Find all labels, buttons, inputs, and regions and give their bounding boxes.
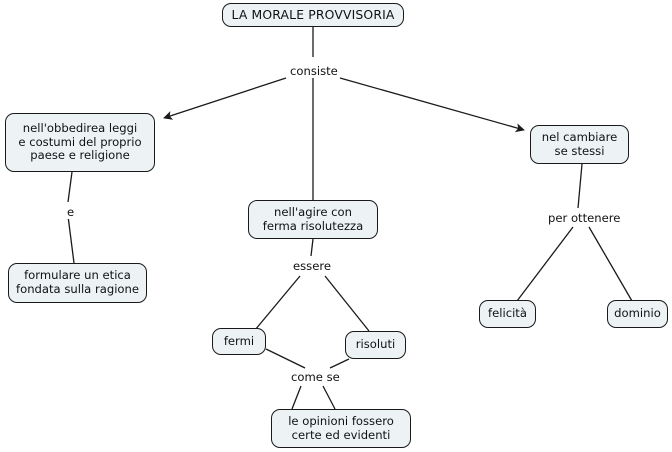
node-formulare-un-etica[interactable]: formulare un etica fondata sulla ragione: [8, 263, 147, 303]
link-label-come-se: come se: [289, 370, 342, 384]
edge-fermi-comese: [265, 348, 306, 369]
node-nel-cambiare-se-stessi[interactable]: nel cambiare se stessi: [530, 125, 629, 164]
edge-consiste-obbedire: [163, 77, 287, 120]
node-felicita[interactable]: felicità: [479, 300, 536, 328]
link-label-e: e: [65, 205, 77, 219]
link-label-essere: essere: [291, 259, 333, 273]
node-le-opinioni-fossero[interactable]: le opinioni fossero certe ed evidenti: [271, 409, 411, 448]
node-nell-obbedire-leggi[interactable]: nell'obbedirea leggi e costumi del propr…: [5, 113, 155, 172]
edge-comese-opinioni-left: [291, 385, 302, 410]
node-nell-agire-con-ferma-risolutezza[interactable]: nell'agire con ferma risolutezza: [248, 200, 378, 239]
edge-essere-fermi: [254, 275, 301, 331]
node-fermi[interactable]: fermi: [212, 328, 266, 355]
link-label-consiste: consiste: [288, 64, 340, 78]
edge-perottenere-felicita: [516, 226, 574, 302]
edge-consiste-cambiare: [339, 77, 525, 133]
edge-agire-essere: [310, 238, 314, 257]
node-risoluti[interactable]: risoluti: [345, 331, 406, 359]
edge-cambiare-perottenere: [577, 163, 583, 209]
edge-e-formulare: [67, 215, 75, 264]
edge-risoluti-comese: [329, 358, 350, 369]
edge-perottenere-dominio: [588, 226, 633, 302]
edge-comese-opinioni-right: [322, 385, 336, 410]
node-la-morale-provvisoria[interactable]: LA MORALE PROVVISORIA: [222, 3, 404, 27]
node-dominio[interactable]: dominio: [607, 300, 668, 328]
edge-essere-risoluti: [324, 275, 370, 332]
link-label-per-ottenere: per ottenere: [546, 211, 623, 225]
edge-obbedire-e: [67, 171, 73, 203]
